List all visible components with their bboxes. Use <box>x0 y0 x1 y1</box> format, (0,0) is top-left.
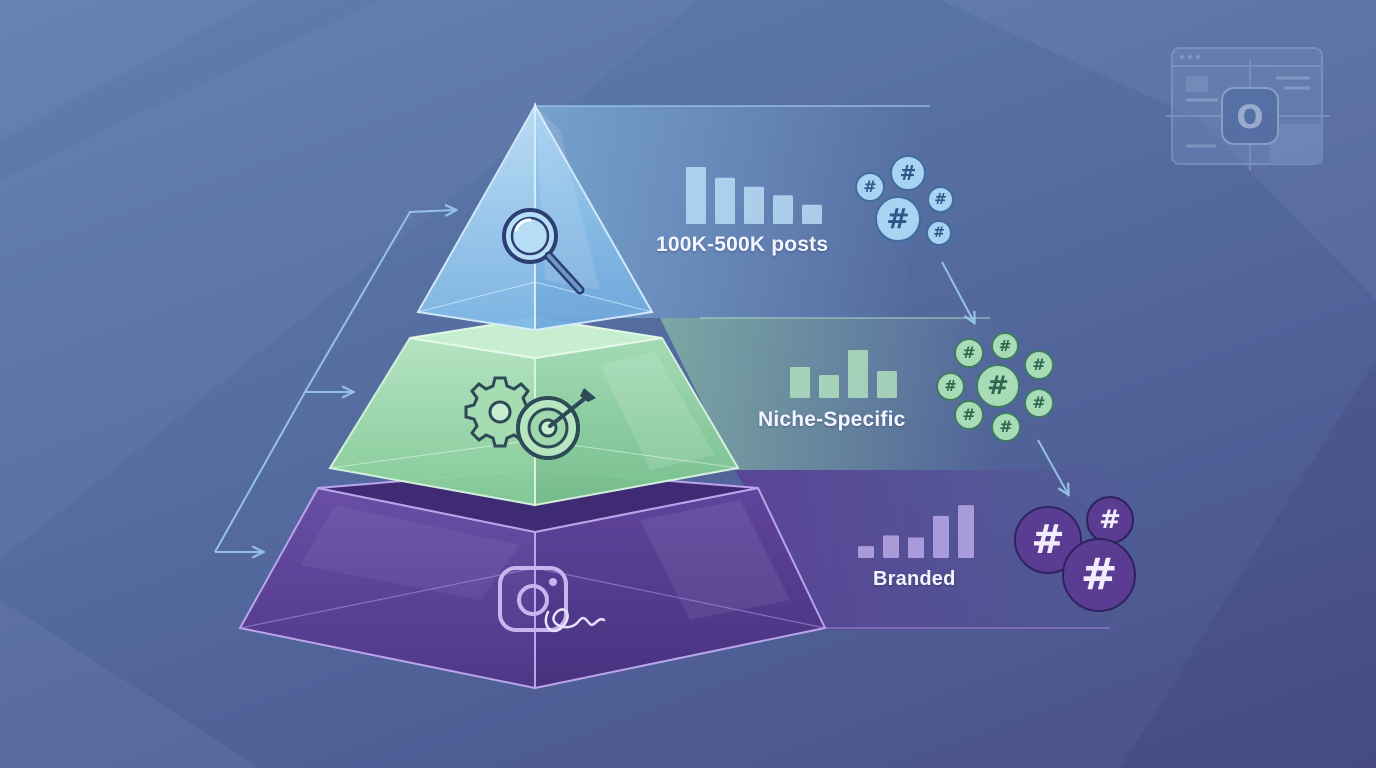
corner-logo-letter: O <box>1236 98 1263 136</box>
hashtag-cluster-bottom: # # # <box>1012 494 1140 612</box>
flow-arrows <box>214 210 455 552</box>
bar-top-5 <box>802 204 822 224</box>
hashtag-icon: # <box>976 364 1020 408</box>
bar-chart-top <box>686 167 822 224</box>
hashtag-icon: # <box>855 172 885 202</box>
hashtag-icon: # <box>927 186 954 213</box>
hashtag-icon: # <box>954 338 984 368</box>
hashtag-icon: # <box>926 220 952 246</box>
hashtag-icon: # <box>1024 388 1054 418</box>
bar-top-2 <box>715 177 735 224</box>
tier-label-top: 100K-500K posts <box>656 233 829 256</box>
hashtag-icon: # <box>991 412 1021 442</box>
hashtag-icon: # <box>1086 496 1134 544</box>
hashtag-cluster-top: # # # # # <box>855 150 965 250</box>
bar-middle-3 <box>848 350 868 398</box>
tier-label-bottom: Branded <box>873 568 956 590</box>
hashtag-icon: # <box>954 400 984 430</box>
hashtag-icon: # <box>875 196 921 242</box>
bar-top-1 <box>686 167 706 224</box>
hashtag-icon: # <box>936 372 965 401</box>
gear-target-icon <box>464 376 596 460</box>
bar-top-3 <box>744 186 764 224</box>
pyramid-tier-middle <box>328 316 740 507</box>
pyramid-tier-bottom <box>238 468 827 690</box>
hashtag-cluster-middle: # # # # # # # # <box>936 330 1060 446</box>
hashtag-icon: # <box>1024 350 1054 380</box>
bar-bottom-5 <box>958 505 974 558</box>
bar-chart-bottom <box>858 505 974 558</box>
bar-bottom-4 <box>933 515 949 558</box>
bar-middle-4 <box>877 371 897 398</box>
corner-logo-window: O <box>1166 47 1330 170</box>
bar-bottom-2 <box>883 535 899 558</box>
hashtag-icon: # <box>1062 538 1136 612</box>
tier-label-middle: Niche-Specific <box>758 408 906 431</box>
hashtag-icon: # <box>991 332 1019 360</box>
magnifier-icon <box>502 208 585 295</box>
bar-bottom-1 <box>858 546 874 558</box>
hashtag-icon: # <box>890 155 926 191</box>
hashtag-flow-arrows <box>941 261 1068 494</box>
bar-chart-middle <box>790 350 897 398</box>
bar-bottom-3 <box>908 537 924 558</box>
bar-middle-1 <box>790 367 810 398</box>
bar-top-4 <box>773 195 793 224</box>
bar-middle-2 <box>819 375 839 398</box>
instagram-signature-icon <box>498 566 606 633</box>
